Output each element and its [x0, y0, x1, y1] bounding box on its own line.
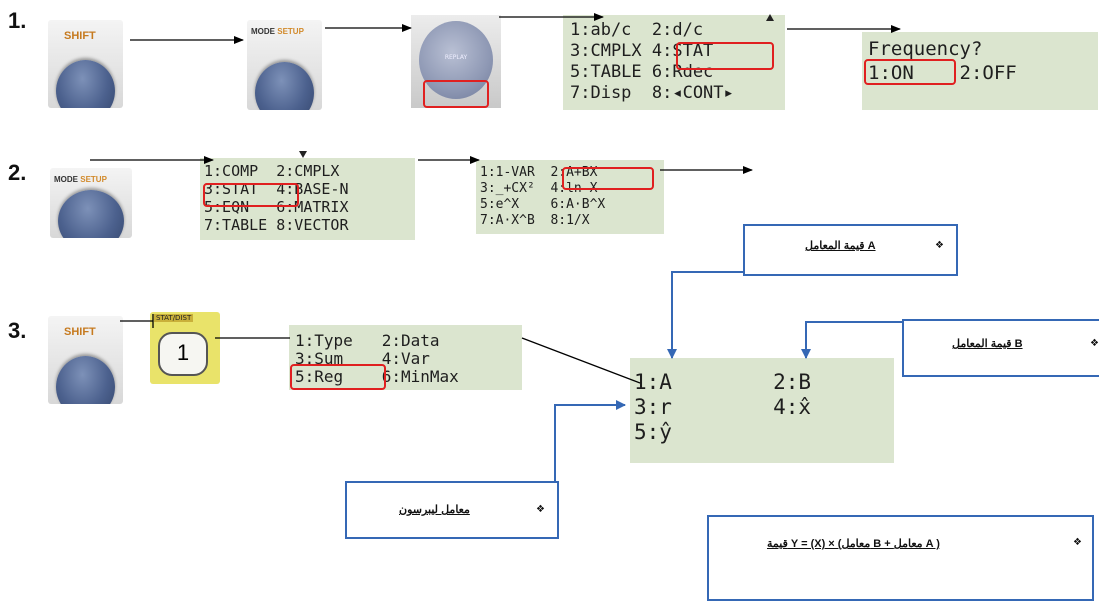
- pointer-pearson: [555, 405, 625, 481]
- pointer-coef-a: [672, 272, 743, 358]
- pointer-coef-b: [806, 322, 902, 358]
- scroll-up-icon: [766, 14, 774, 21]
- line-submenu-to-reg: [522, 338, 640, 383]
- scroll-down-icon: [299, 151, 307, 158]
